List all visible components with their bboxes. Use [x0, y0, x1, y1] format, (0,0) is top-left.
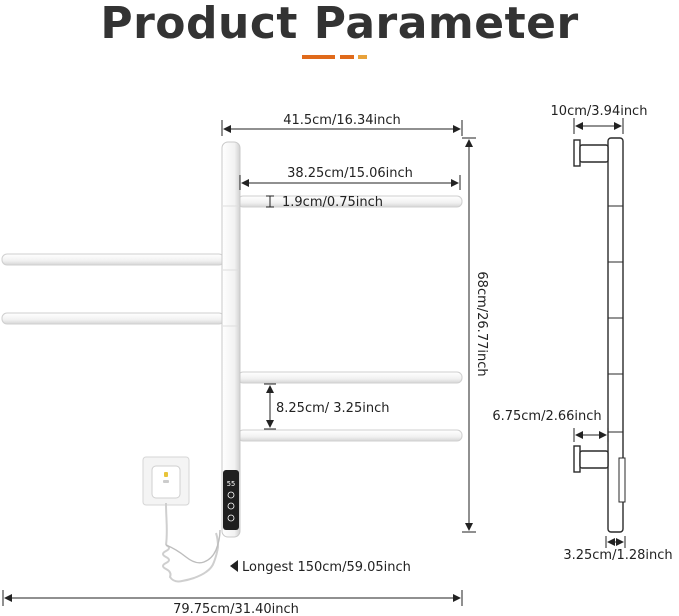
- dimension-side-bracket: 6.75cm/2.66inch: [492, 409, 609, 442]
- height-label: 68cm/26.77inch: [474, 271, 489, 376]
- control-panel: 55: [223, 470, 239, 530]
- bar-length-label: 38.25cm/15.06inch: [287, 166, 413, 181]
- dimension-total-span: 79.75cm/31.40inch: [2, 590, 463, 616]
- accent-bar-long: [302, 55, 335, 59]
- dimension-height: 68cm/26.77inch: [462, 137, 489, 533]
- plug-indicator-icon: [164, 472, 168, 477]
- dimension-overall-width: 41.5cm/16.34inch: [221, 113, 463, 136]
- dimension-side-depth: 10cm/3.94inch: [551, 104, 648, 134]
- left-swing-bars: [1, 253, 225, 325]
- dimension-bar-spacing: 8.25cm/ 3.25inch: [264, 383, 389, 430]
- page-title: Product Parameter: [100, 0, 579, 49]
- cable-pointer-icon: [230, 560, 238, 572]
- side-view: [573, 137, 626, 533]
- timer-icon: [227, 491, 235, 499]
- side-bracket-label: 6.75cm/2.66inch: [492, 409, 601, 424]
- overall-width-label: 41.5cm/16.34inch: [283, 113, 401, 128]
- main-pole: [221, 141, 241, 538]
- dimension-cable-length: Longest 150cm/59.05inch: [230, 560, 411, 575]
- bar-spacing-label: 8.25cm/ 3.25inch: [276, 401, 389, 416]
- side-depth-label: 10cm/3.94inch: [551, 104, 648, 119]
- total-span-label: 79.75cm/31.40inch: [173, 602, 299, 616]
- bar-diameter-label: 1.9cm/0.75inch: [282, 195, 383, 210]
- dimension-bar-diameter: 1.9cm/0.75inch: [266, 195, 383, 210]
- power-cable: [162, 502, 221, 583]
- power-icon: [227, 514, 235, 522]
- dimension-bar-length: 38.25cm/15.06inch: [239, 166, 461, 190]
- right-towel-bars: [237, 195, 463, 442]
- dimension-side-tube: 3.25cm/1.28inch: [563, 536, 673, 563]
- control-display: 55: [227, 480, 235, 488]
- wall-plug: [142, 456, 190, 506]
- cable-length-label: Longest 150cm/59.05inch: [242, 560, 411, 575]
- accent-bar-mid: [340, 55, 354, 59]
- accent-bar-short: [358, 55, 367, 59]
- heat-mode-icon: [227, 502, 235, 510]
- side-tube-label: 3.25cm/1.28inch: [563, 548, 672, 563]
